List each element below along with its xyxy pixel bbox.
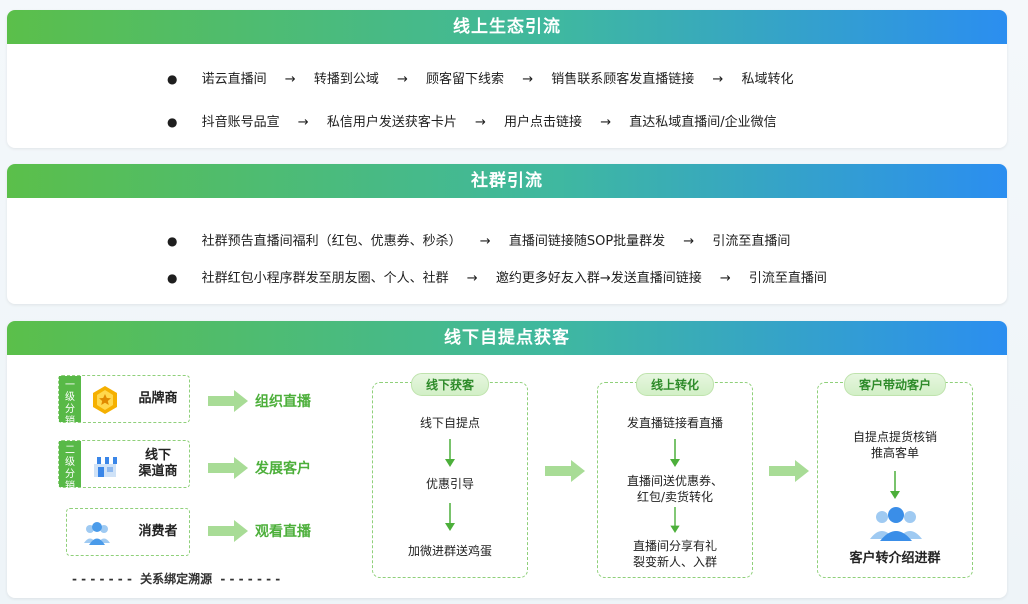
flow-step: 用户点击链接 — [504, 115, 583, 130]
flow-step: 邀约更多好友入群→发送直播间链接 — [495, 271, 702, 286]
relationship-trace-label: - - - - - - - 关系绑定溯源 - - - - - - - — [72, 570, 280, 587]
arrow-down-icon — [445, 439, 455, 467]
stage-title: 线下获客 — [410, 373, 490, 396]
distribution-action: 组织直播 — [255, 394, 311, 410]
stage-title: 线上转化 — [635, 373, 715, 396]
users-icon — [84, 522, 110, 545]
distribution-label: 品牌商 — [138, 391, 178, 406]
stage-item: 加微进群送鸡蛋 — [407, 544, 492, 558]
distribution-action: 观看直播 — [255, 524, 311, 540]
arrow-right-icon — [208, 520, 248, 542]
stage-item: 客户转介绍进群 — [849, 551, 941, 566]
section-online-ecosystem: 线上生态引流 ● 诺云直播间 → 转播到公域 → 顾客留下线索 → 销售联系顾客… — [7, 10, 1007, 148]
bullet-icon: ● — [167, 234, 178, 248]
tag-char: 分 — [65, 404, 75, 415]
stage-item: 发直播链接看直播 — [626, 416, 723, 430]
arrow-right-icon — [208, 457, 248, 479]
stage-item: 直播间送优惠券、 红包/卖货转化 — [598, 473, 752, 505]
bullet-icon: ● — [167, 115, 178, 129]
flow-line: ● 诺云直播间 → 转播到公域 → 顾客留下线索 → 销售联系顾客发直播链接 →… — [167, 68, 793, 87]
flow-step: 直达私域直播间/企业微信 — [629, 115, 777, 130]
dashes: - - - - - - - — [72, 572, 132, 586]
flow-step: 直播间链接随SOP批量群发 — [508, 234, 666, 249]
distribution-label: 线下 渠道商 — [127, 441, 189, 487]
tag-char: 级 — [65, 457, 75, 468]
arrow-right-icon: → — [466, 271, 478, 286]
distribution-action: 发展客户 — [255, 461, 311, 477]
stage-offline-acquisition: 线下获客 线下自提点 优惠引导 加微进群送鸡蛋 — [372, 373, 528, 578]
stage-title: 客户带动客户 — [843, 373, 947, 396]
label-line: 线下 — [144, 448, 171, 463]
bullet-icon: ● — [167, 271, 178, 285]
flow-step: 诺云直播间 — [201, 72, 267, 87]
flow-step: 引流至直播间 — [712, 234, 791, 249]
arrow-right-icon: → — [683, 234, 695, 249]
flow-step: 私域转化 — [741, 72, 794, 87]
trace-text: 关系绑定溯源 — [140, 572, 213, 586]
store-icon — [93, 457, 117, 477]
users-icon — [870, 507, 922, 541]
arrow-down-icon — [670, 439, 680, 467]
stage-online-conversion: 线上转化 发直播链接看直播 直播间送优惠券、 红包/卖货转化 直播间分享有礼 裂… — [597, 373, 753, 578]
tag-char: 二 — [65, 445, 75, 456]
dashes: - - - - - - - — [220, 572, 281, 586]
stage-item: 自提点提货核销 推高客单 — [818, 429, 972, 461]
flow-step: 社群预告直播间福利（红包、优惠券、秒杀） — [201, 234, 462, 249]
distribution-tag: 二 级 分 销 — [59, 441, 81, 492]
arrow-right-icon — [208, 390, 248, 412]
distribution-consumer: 消费者 — [66, 508, 190, 556]
flow-line: ● 社群预告直播间福利（红包、优惠券、秒杀） → 直播间链接随SOP批量群发 →… — [167, 230, 790, 249]
arrow-down-icon — [890, 471, 900, 499]
section-title: 线上生态引流 — [7, 10, 1007, 44]
item-line: 直播间送优惠券、 — [626, 474, 723, 488]
tag-char: 级 — [65, 392, 75, 403]
arrow-right-icon: → — [719, 271, 731, 286]
stage-item: 优惠引导 — [425, 477, 474, 491]
flow-step: 私信用户发送获客卡片 — [326, 115, 457, 130]
section-title: 线下自提点获客 — [7, 321, 1007, 355]
arrow-right-icon: → — [479, 234, 491, 249]
arrow-right-icon: → — [600, 115, 612, 130]
flow-step: 转播到公域 — [313, 72, 379, 87]
flow-step: 引流至直播间 — [748, 271, 827, 286]
bullet-icon: ● — [167, 72, 178, 86]
item-line: 红包/卖货转化 — [636, 490, 714, 504]
flow-step: 抖音账号品宣 — [201, 115, 280, 130]
arrow-right-icon: → — [474, 115, 486, 130]
distribution-tag: 一 级 分 销 — [59, 376, 81, 427]
stage-item: 直播间分享有礼 裂变新人、入群 — [598, 538, 752, 570]
arrow-right-icon: → — [297, 115, 309, 130]
item-line: 裂变新人、入群 — [632, 555, 717, 569]
flow-step: 销售联系顾客发直播链接 — [551, 72, 695, 87]
item-line: 直播间分享有礼 — [632, 539, 717, 553]
arrow-down-icon — [670, 507, 680, 533]
label-line: 渠道商 — [138, 464, 178, 479]
distribution-label: 消费者 — [138, 524, 178, 539]
tag-char: 分 — [65, 469, 75, 480]
stage-customer-referral: 客户带动客户 自提点提货核销 推高客单 客户转介绍进群 — [817, 373, 973, 578]
flow-step: 顾客留下线索 — [426, 72, 505, 87]
medal-icon — [93, 386, 117, 414]
item-line: 自提点提货核销 — [852, 430, 937, 444]
flow-step: 社群红包小程序群发至朋友圈、个人、社群 — [201, 271, 449, 286]
item-line: 推高客单 — [870, 446, 919, 460]
distribution-level-1: 一 级 分 销 品牌商 — [58, 375, 190, 427]
tag-char: 一 — [65, 380, 75, 391]
arrow-right-icon: → — [712, 72, 724, 87]
arrow-right-icon: → — [522, 72, 534, 87]
tag-char: 销 — [65, 481, 75, 492]
tag-char: 销 — [65, 416, 75, 427]
flow-line: ● 社群红包小程序群发至朋友圈、个人、社群 → 邀约更多好友入群→发送直播间链接… — [167, 267, 827, 286]
distribution-level-2: 二 级 分 销 线下 渠道商 — [58, 440, 190, 492]
flow-line: ● 抖音账号品宣 → 私信用户发送获客卡片 → 用户点击链接 → 直达私域直播间… — [167, 111, 777, 130]
arrow-right-icon — [769, 460, 809, 482]
section-title: 社群引流 — [7, 164, 1007, 198]
arrow-right-icon: → — [284, 72, 296, 87]
section-community: 社群引流 ● 社群预告直播间福利（红包、优惠券、秒杀） → 直播间链接随SOP批… — [7, 164, 1007, 304]
arrow-down-icon — [445, 503, 455, 531]
stage-item: 线下自提点 — [419, 416, 480, 430]
arrow-right-icon — [545, 460, 585, 482]
arrow-right-icon: → — [396, 72, 408, 87]
